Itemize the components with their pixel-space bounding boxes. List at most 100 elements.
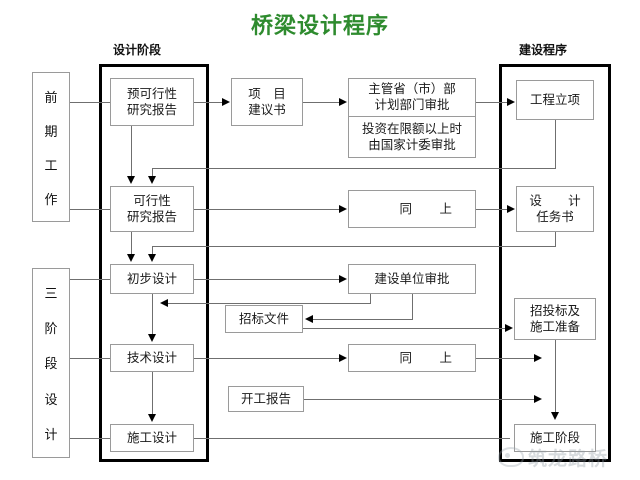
construction-procedure-frame: [499, 64, 611, 462]
node-construction-design[interactable]: 施工设计: [110, 424, 194, 452]
node-bidding-and-construction-prep[interactable]: 招投标及 施工准备: [514, 298, 596, 340]
node-feasibility-report[interactable]: 可行性 研究报告: [110, 186, 194, 232]
node-line-group: 同上: [372, 350, 452, 366]
connector-feas-down: [131, 232, 132, 256]
connector-proposal-to-approval: [303, 102, 343, 103]
connector-ownerapproval-back-left: [166, 303, 371, 304]
node-technical-design[interactable]: 技术设计: [110, 344, 194, 372]
node-line: 研究报告: [126, 102, 177, 117]
connector-ownerapproval-down-b: [412, 294, 413, 319]
connector-ownerapproval-down-a: [370, 294, 371, 303]
node-line: 研究报告: [126, 209, 177, 224]
connector-constdesign-to-stage: [194, 438, 510, 439]
watermark-text: 筑龙路桥: [528, 447, 609, 470]
node-line: 同: [399, 201, 440, 216]
node-construction-stage[interactable]: 施工阶段: [514, 424, 596, 452]
node-start-work-report[interactable]: 开工报告: [228, 386, 304, 412]
connector-tech-down: [152, 372, 153, 414]
connector-bidding-to-prep: [303, 328, 509, 329]
node-line: 工程立项: [529, 92, 580, 107]
connector-phase1-row2: [70, 209, 110, 210]
arrowhead-to-project-approval: [507, 97, 515, 106]
connector-ownerapproval-to-bidding: [312, 319, 413, 320]
node-line-group: 同上: [372, 201, 452, 217]
arrowhead-into-technical-design: [147, 334, 156, 342]
node-line: 招标文件: [238, 311, 289, 326]
node-ministry-plan-approval[interactable]: 主管省（市）部 计划部门审批 投资在限额以上时 由国家计委审批: [348, 78, 476, 158]
node-same-as-above-1[interactable]: 同上: [348, 190, 476, 228]
design-stage-frame: [99, 64, 209, 462]
node-line: 施工阶段: [529, 430, 580, 445]
approval-note: 投资在限额以上时 由国家计委审批: [349, 115, 475, 157]
arrowhead-back-into-preliminary-design: [160, 298, 168, 307]
connector-designtask-down: [555, 232, 556, 246]
caption-design-stage: 设计阶段: [113, 43, 162, 57]
caption-construction-procedure: 建设程序: [519, 43, 568, 57]
arrowhead-same2-into-right-column: [534, 353, 542, 362]
page-title: 桥梁设计程序: [250, 14, 389, 39]
node-design-task-statement[interactable]: 设 计 任务书: [516, 186, 594, 232]
connector-same1-to-designtask: [476, 209, 511, 210]
arrowhead-into-feasibility-from-right: [147, 176, 156, 184]
node-line: 技术设计: [126, 350, 177, 365]
node-line: 计划部门审批: [374, 97, 450, 113]
watermark: 筑龙路桥: [498, 440, 636, 474]
arrowhead-into-preliminary-design: [126, 254, 135, 262]
node-line: 招投标及: [529, 303, 580, 318]
arrowhead-into-construction-design: [147, 414, 156, 422]
node-project-approval[interactable]: 工程立项: [516, 80, 594, 120]
node-line: 施工准备: [529, 319, 580, 334]
connector-project-down: [555, 120, 556, 168]
approval-main: 主管省（市）部 计划部门审批: [349, 79, 475, 116]
phase-char: 段: [44, 357, 58, 373]
node-line: 施工设计: [126, 430, 177, 445]
connector-project-left: [152, 168, 556, 169]
connector-approval-to-project: [476, 102, 511, 103]
arrowhead-into-construction-stage: [550, 412, 559, 420]
connector-phase1-row1: [70, 102, 110, 103]
node-line: 开工报告: [240, 391, 291, 406]
arrowhead-into-bidding-document: [305, 314, 313, 323]
connector-same2-to-right: [476, 358, 539, 359]
arrowhead-to-bidding-prep: [505, 323, 513, 332]
phase-char: 三: [44, 287, 58, 303]
connector-tech-to-same2: [194, 358, 343, 359]
phase-char: 阶: [44, 322, 58, 338]
node-preliminary-design[interactable]: 初步设计: [110, 264, 194, 294]
phase-char: 前: [44, 90, 58, 106]
arrowhead-to-same-as-above-2: [339, 353, 347, 362]
connector-feas-to-same1: [194, 209, 343, 210]
node-line: 同: [399, 350, 440, 365]
arrowhead-startreport-into-right-column: [534, 394, 542, 403]
arrowhead-to-owner-approval: [339, 274, 347, 283]
node-line: 项 目: [248, 86, 286, 101]
connector-project-drop: [152, 168, 153, 178]
node-bidding-document[interactable]: 招标文件: [225, 305, 303, 333]
arrowhead-into-prelim-from-right: [147, 254, 156, 262]
node-project-proposal[interactable]: 项 目 建议书: [231, 78, 303, 126]
node-line: 任务书: [536, 209, 574, 224]
node-owner-approval[interactable]: 建设单位审批: [348, 264, 476, 294]
connector-phase2-row5: [70, 438, 110, 439]
connector-phase2-row4: [70, 358, 110, 359]
connector-designtask-drop: [152, 246, 153, 256]
node-line: 上: [439, 350, 453, 365]
node-pre-feasibility-report[interactable]: 预可行性 研究报告: [110, 78, 194, 126]
node-same-as-above-2[interactable]: 同上: [348, 344, 476, 372]
node-line: 建设单位审批: [374, 271, 450, 286]
arrowhead-into-feasibility: [126, 176, 135, 184]
node-line: 投资在限额以上时: [361, 120, 462, 136]
node-line: 预可行性: [126, 86, 177, 101]
phase-char: 设: [44, 392, 58, 408]
connector-prelim-to-ownerapproval: [194, 279, 343, 280]
arrowhead-to-proposal: [222, 97, 230, 106]
connector-phase2-row3: [70, 279, 110, 280]
arrowhead-to-approval: [339, 97, 347, 106]
connector-prefeas-to-proposal: [194, 102, 226, 103]
connector-prefeas-down: [131, 126, 132, 178]
node-line: 设 计: [529, 193, 588, 208]
arrowhead-to-same-as-above-1: [339, 204, 347, 213]
node-line: 主管省（市）部: [368, 81, 456, 97]
node-line: 建议书: [248, 102, 286, 117]
phase-char: 期: [44, 124, 58, 140]
